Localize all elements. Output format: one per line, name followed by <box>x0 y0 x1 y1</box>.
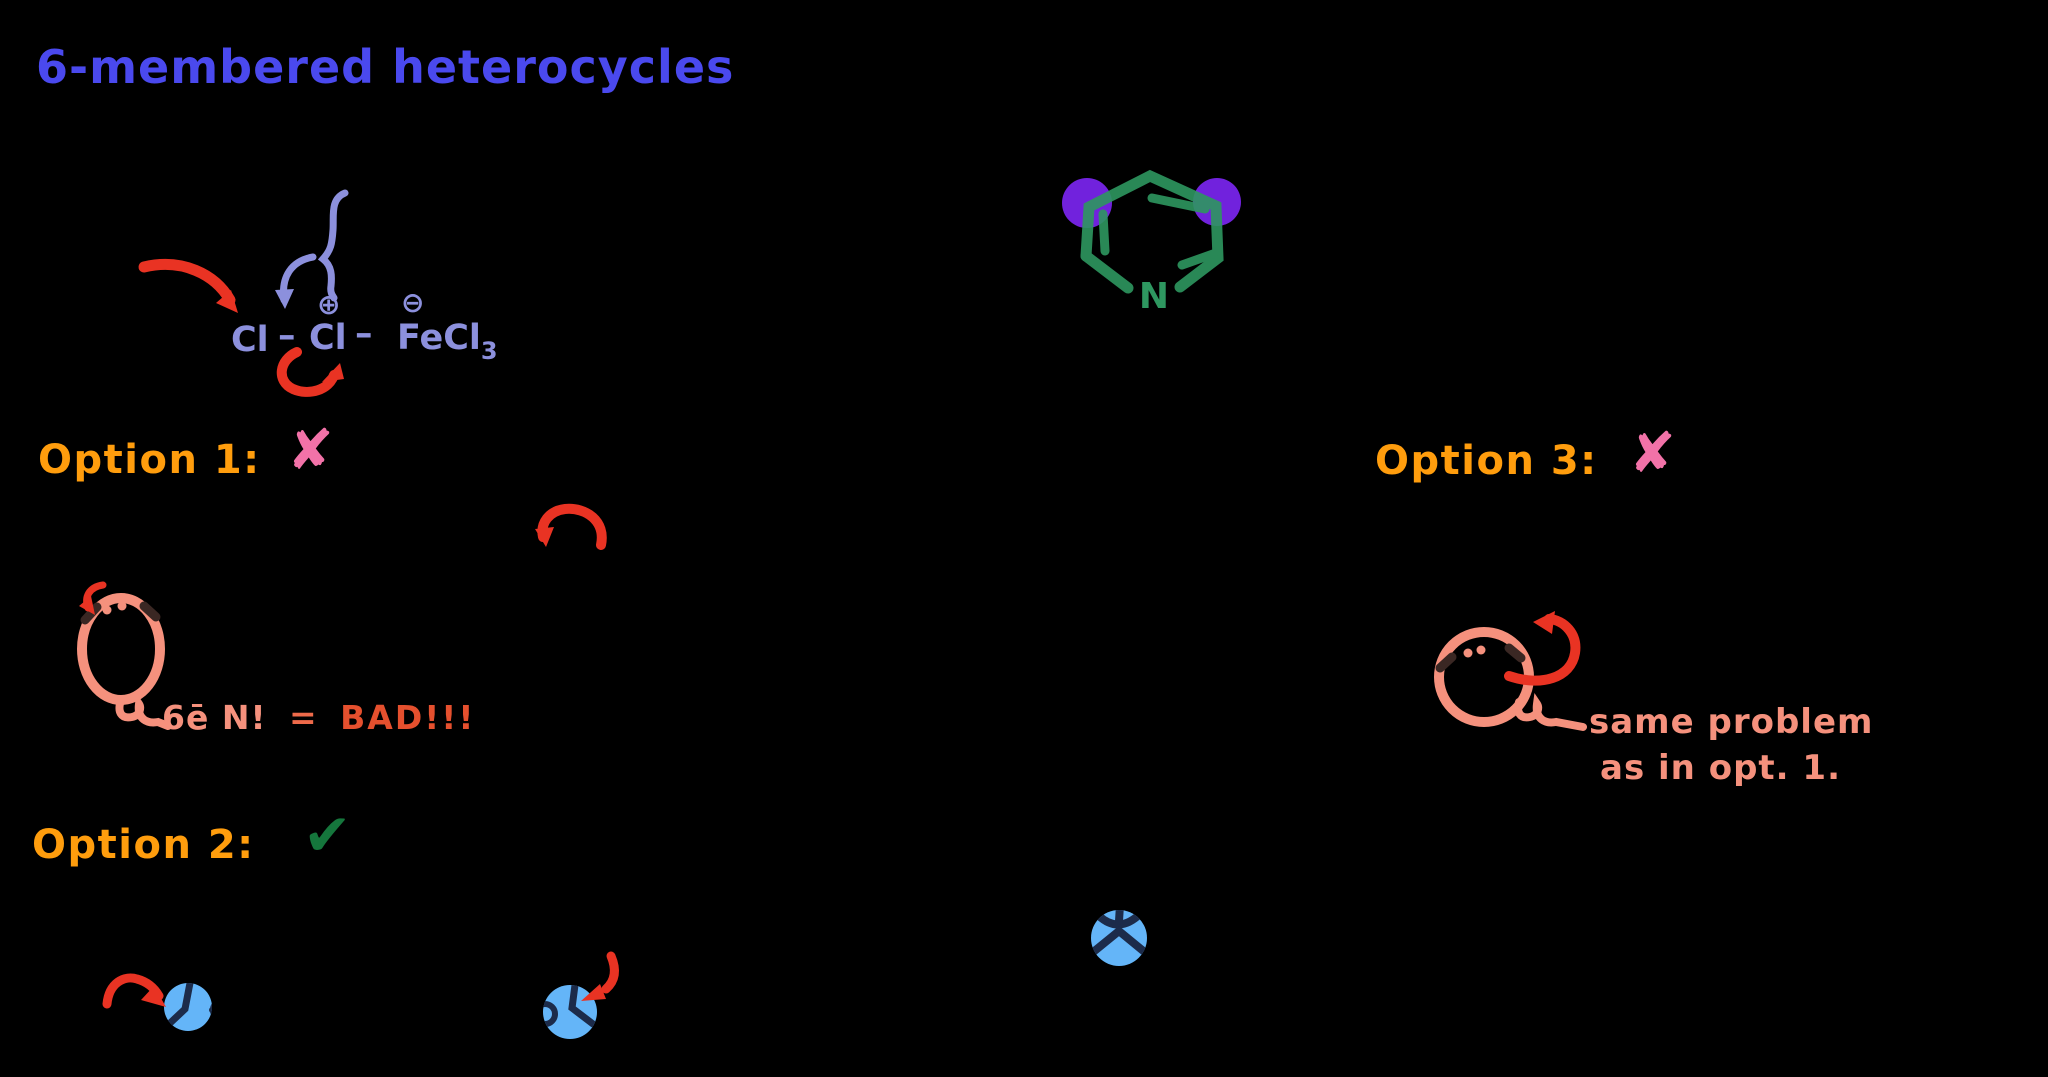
same-problem-line1: same problem <box>1589 702 1874 742</box>
bond-dash: – <box>278 316 296 356</box>
red-arrow-icon <box>601 951 619 994</box>
electron-note-equals: = <box>289 698 318 737</box>
atom-fecl: FeCl <box>397 318 481 358</box>
same-problem-line2: as in opt. 1. <box>1600 748 1841 788</box>
cross-mark-icon: ✘ <box>287 418 334 483</box>
lone-pair-dot <box>1463 648 1473 658</box>
check-mark-icon: ✔ <box>303 801 352 869</box>
red-arrow-cl-fe-bond-icon <box>276 347 344 397</box>
highlight-circle-right <box>543 951 619 1039</box>
highlight-circle-center <box>1091 910 1147 966</box>
minus-charge-icon: ⊖ <box>401 286 425 319</box>
option-2-label: Option 2: <box>32 822 255 868</box>
red-arrow-to-cl-icon <box>138 258 238 313</box>
ring-nitrogen-label: N <box>1139 276 1169 317</box>
electron-note-shout: BAD!!! <box>340 698 476 737</box>
connector-squiggle <box>1514 692 1587 731</box>
orbital-circle-left <box>77 581 172 730</box>
atom-cl2: Cl <box>309 318 347 358</box>
electron-note-lead: 6ē N! <box>162 698 267 737</box>
lone-pair-dot <box>102 605 112 615</box>
lone-pair-dot <box>1476 645 1486 655</box>
lone-pair-dot <box>117 601 127 611</box>
option-3-label: Option 3: <box>1375 438 1598 484</box>
red-arrow-ring-attack-icon <box>535 503 607 550</box>
red-curved-arrow-icon <box>1504 614 1581 686</box>
cross-mark-icon: ✘ <box>1629 421 1676 486</box>
electron-note: 6ē N! = BAD!!! <box>162 698 475 737</box>
double-bond-left <box>1098 209 1110 256</box>
group-fecl3: FeCl3 <box>397 318 498 365</box>
double-bond-right <box>1177 249 1218 270</box>
plus-charge-icon: ⊕ <box>317 288 341 321</box>
pyridine-ring: N <box>1062 169 1241 317</box>
atom-cl1: Cl <box>231 320 269 360</box>
page-title: 6-membered heterocycles <box>36 40 735 94</box>
double-bond-top <box>1147 193 1210 214</box>
connector-squiggle <box>115 692 172 730</box>
bond-dash: – <box>355 314 373 354</box>
fecl-subscript: 3 <box>480 337 498 365</box>
curly-bracket-squiggle-icon <box>317 189 349 302</box>
highlight-circle-left <box>102 973 212 1031</box>
option-1-label: Option 1: <box>38 437 261 483</box>
lone-pair-arrow-icon <box>275 253 317 309</box>
orbital-circle-right <box>1434 611 1587 731</box>
